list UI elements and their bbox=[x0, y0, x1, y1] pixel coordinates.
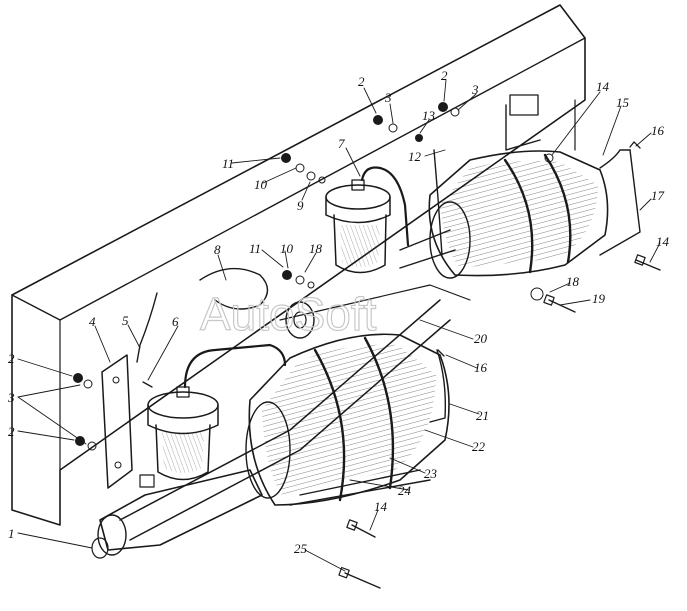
callout-7: 7 bbox=[338, 136, 345, 151]
callout-5: 5 bbox=[122, 313, 129, 328]
upper-reservoir bbox=[325, 166, 410, 274]
callout-18-mid: 18 bbox=[309, 241, 323, 256]
callout-2-top-left: 2 bbox=[358, 74, 365, 89]
pipes bbox=[136, 94, 641, 423]
callout-16-mid: 16 bbox=[474, 360, 488, 375]
callout-21: 21 bbox=[476, 408, 489, 423]
callout-10-mid: 10 bbox=[280, 241, 294, 256]
callout-14-right: 14 bbox=[656, 234, 670, 249]
callout-11-mid: 11 bbox=[249, 241, 261, 256]
callout-8: 8 bbox=[214, 242, 221, 257]
lower-reservoir bbox=[147, 343, 287, 481]
callout-1: 1 bbox=[8, 526, 15, 541]
callout-6: 6 bbox=[172, 314, 179, 329]
callout-16-top: 16 bbox=[651, 123, 665, 138]
lower-cylinder bbox=[245, 333, 450, 506]
callout-3-top-left: 3 bbox=[384, 90, 392, 105]
callout-13: 13 bbox=[422, 108, 436, 123]
callout-15: 15 bbox=[616, 95, 630, 110]
callout-14-top: 14 bbox=[596, 79, 610, 94]
callout-14-bottom: 14 bbox=[374, 499, 388, 514]
callout-labels: 1 2 3 2 4 5 6 7 8 9 10 11 12 13 2 3 2 3 … bbox=[7, 68, 670, 556]
callout-10-upper: 10 bbox=[254, 177, 268, 192]
callout-25: 25 bbox=[294, 541, 308, 556]
leader-lines bbox=[17, 79, 661, 572]
upper-cylinder bbox=[399, 150, 609, 279]
callout-20: 20 bbox=[474, 331, 488, 346]
callout-2-left-upper: 2 bbox=[8, 351, 15, 366]
master-cylinder bbox=[91, 469, 263, 559]
callout-3-top-right: 3 bbox=[471, 82, 479, 97]
callout-2-left-lower: 2 bbox=[8, 424, 15, 439]
callout-18-right: 18 bbox=[566, 274, 580, 289]
callout-22: 22 bbox=[472, 439, 486, 454]
bracket bbox=[101, 354, 133, 489]
callout-19: 19 bbox=[592, 291, 606, 306]
watermark: AutoSoft bbox=[200, 288, 377, 340]
callout-24: 24 bbox=[398, 483, 412, 498]
callout-9: 9 bbox=[297, 198, 304, 213]
fasteners bbox=[73, 102, 661, 589]
callout-23: 23 bbox=[424, 466, 438, 481]
callout-3-left: 3 bbox=[7, 390, 15, 405]
callout-2-top-right: 2 bbox=[441, 68, 448, 83]
callout-17: 17 bbox=[651, 188, 665, 203]
callout-4: 4 bbox=[89, 314, 96, 329]
callout-12: 12 bbox=[408, 149, 422, 164]
callout-11-upper: 11 bbox=[222, 156, 234, 171]
